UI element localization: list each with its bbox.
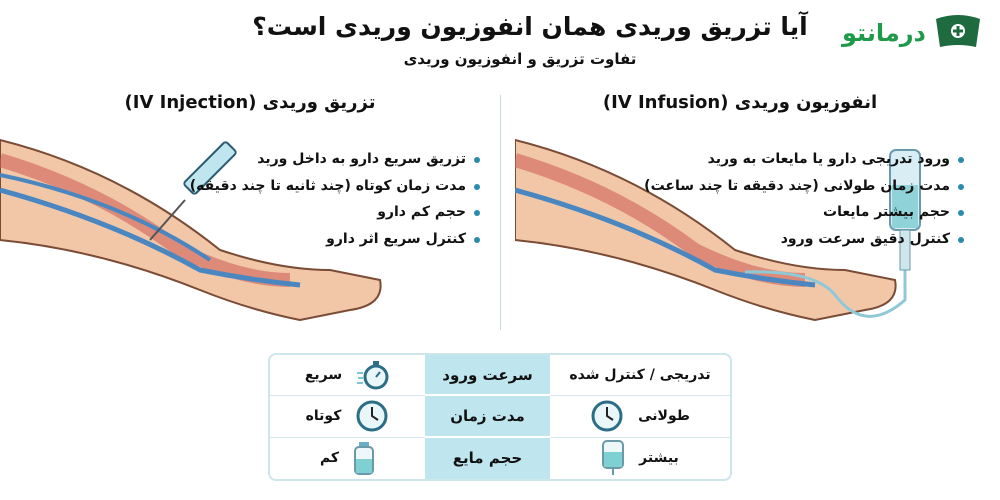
injection-heading: تزریق وریدی (IV Injection) bbox=[124, 92, 376, 113]
infusion-bullets: ورود تدریجی دارو یا مایعات به ورید مدت ز… bbox=[644, 146, 964, 252]
injection-value: کوتاه bbox=[305, 408, 342, 425]
vial-icon bbox=[354, 442, 375, 476]
injection-cell: کوتاه bbox=[270, 396, 425, 438]
clock-icon bbox=[356, 400, 388, 432]
page-subtitle: تفاوت تزریق و انفوزیون وریدی bbox=[403, 50, 637, 68]
criterion-cell: سرعت ورود bbox=[425, 355, 550, 397]
logo: درمانتو bbox=[842, 10, 992, 56]
bullet-item: حجم بیشتر مایعات bbox=[644, 199, 964, 226]
injection-bullets: تزریق سریع دارو به داخل ورید مدت زمان کو… bbox=[190, 146, 481, 253]
bullet-item: مدت زمان کوتاه (چند ثانیه تا چند دقیقه) bbox=[190, 173, 481, 200]
infusion-cell: بیشتر bbox=[550, 438, 730, 479]
injection-cell: کم bbox=[270, 438, 425, 479]
stopwatch-icon bbox=[357, 361, 389, 390]
infusion-cell: تدریجی / کنترل شده bbox=[550, 355, 730, 397]
injection-value: سریع bbox=[304, 367, 343, 384]
bullet-item: مدت زمان طولانی (چند دقیقه تا چند ساعت) bbox=[644, 173, 964, 200]
bullet-item: کنترل سریع اثر دارو bbox=[190, 226, 481, 253]
nurse-cap-icon bbox=[935, 15, 980, 47]
injection-value: کم bbox=[319, 450, 340, 467]
logo-text: درمانتو bbox=[842, 19, 926, 47]
syringe-icon bbox=[149, 141, 237, 241]
infusion-value: طولانی bbox=[638, 408, 690, 425]
bullet-item: تزریق سریع دارو به داخل ورید bbox=[190, 146, 481, 173]
injection-cell: سریع bbox=[270, 355, 425, 397]
iv-bag-icon bbox=[889, 149, 921, 271]
comparison-table: سریع سرعت ورود تدریجی / کنترل شده کوتاه … bbox=[268, 353, 732, 481]
bullet-item: حجم کم دارو bbox=[190, 199, 481, 226]
infusion-value: بیشتر bbox=[639, 450, 679, 467]
infusion-heading: انفوزیون وریدی (IV Infusion) bbox=[602, 92, 878, 113]
divider bbox=[500, 95, 501, 330]
bullet-item: کنترل دقیق سرعت ورود bbox=[644, 226, 964, 253]
infusion-cell: طولانی bbox=[550, 396, 730, 438]
criterion-cell: حجم مایع bbox=[425, 437, 550, 479]
page-title: آیا تزریق وریدی همان انفوزیون وریدی است؟ bbox=[252, 12, 808, 41]
clock-icon bbox=[591, 400, 623, 432]
criterion-cell: مدت زمان bbox=[425, 396, 550, 438]
infusion-arm-illustration bbox=[515, 138, 921, 322]
bullet-item: ورود تدریجی دارو یا مایعات به ورید bbox=[644, 146, 964, 173]
iv-bag-icon bbox=[602, 440, 625, 476]
injection-arm-illustration bbox=[0, 138, 382, 322]
